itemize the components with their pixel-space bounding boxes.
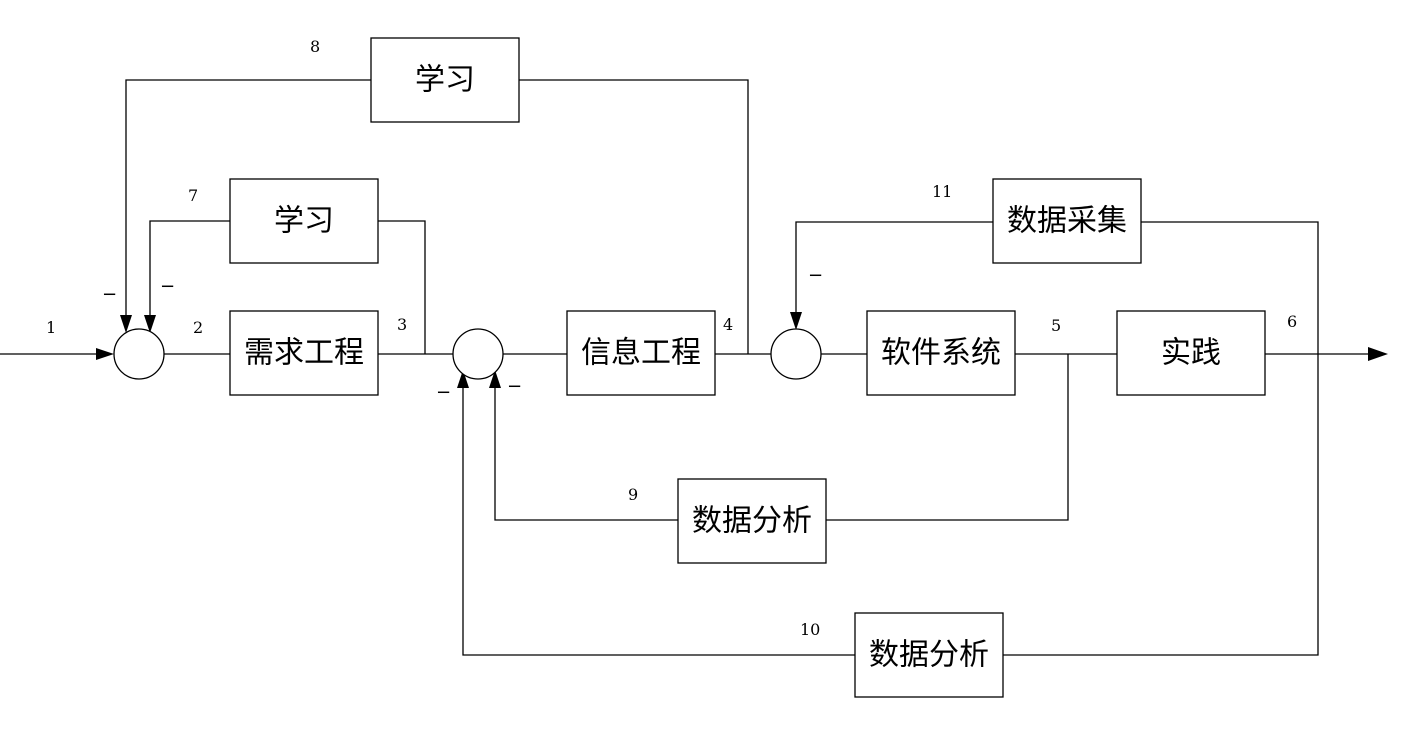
signal-label-8: 8: [310, 37, 320, 56]
summing-junctions: [113, 328, 822, 380]
wire-feedback-11-return: [795, 221, 993, 321]
wire-feedback-9: [826, 354, 1069, 521]
block-data-analysis-10: 数据分析: [854, 612, 1004, 698]
block-requirements-engineering: 需求工程: [229, 310, 379, 396]
summing-junction-2: [452, 328, 504, 380]
block-label: 学习: [274, 204, 334, 239]
signal-label-7: 7: [188, 186, 198, 205]
signal-label-10: 10: [800, 620, 820, 639]
block-label: 数据分析: [869, 638, 989, 673]
minus-sign-sum1-inner: −: [160, 276, 175, 297]
wire-feedback-7-return: [149, 220, 230, 322]
block-label: 软件系统: [881, 336, 1001, 371]
block-label: 数据采集: [1007, 204, 1127, 239]
minus-sign-sum2-right: −: [507, 376, 522, 397]
signal-label-5: 5: [1051, 316, 1061, 335]
signal-wires: [0, 79, 1370, 656]
signal-label-3: 3: [397, 315, 407, 334]
arrow-feedback-9: [489, 370, 501, 388]
minus-sign-sum1-outer: −: [102, 284, 117, 305]
signal-label-4: 4: [723, 315, 733, 334]
block-software-system: 软件系统: [866, 310, 1016, 396]
arrow-output: [1368, 347, 1388, 361]
signal-label-9: 9: [628, 485, 638, 504]
signal-label-1: 1: [46, 318, 56, 337]
minus-sign-sum2-left: −: [436, 382, 451, 403]
arrowheads: [96, 312, 1388, 388]
wire-feedback-8-return: [125, 79, 371, 322]
signal-label-6: 6: [1287, 312, 1297, 331]
sign-labels: − − − − −: [102, 265, 823, 403]
block-learning-top: 学习: [370, 37, 520, 123]
signal-labels: 1 2 3 4 5 6 7 8 9 10 11: [46, 37, 1297, 639]
block-label: 学习: [415, 63, 475, 98]
block-label: 信息工程: [581, 336, 701, 371]
block-practice: 实践: [1116, 310, 1266, 396]
block-data-analysis-9: 数据分析: [677, 478, 827, 564]
block-label: 实践: [1161, 336, 1221, 371]
summing-junction-3: [770, 328, 822, 380]
arrow-feedback-7: [144, 315, 156, 333]
wire-feedback-8: [519, 79, 749, 354]
wire-feedback-10-return: [462, 380, 855, 656]
arrow-feedback-8: [120, 315, 132, 333]
block-information-engineering: 信息工程: [566, 310, 716, 396]
arrow-feedback-10: [457, 370, 469, 388]
signal-label-2: 2: [193, 318, 203, 337]
wire-feedback-10: [1003, 354, 1319, 656]
signal-label-11: 11: [932, 182, 952, 201]
arrow-feedback-11: [790, 312, 802, 330]
summing-junction-1: [113, 328, 165, 380]
minus-sign-sum3-top: −: [808, 265, 823, 286]
block-label: 需求工程: [244, 336, 364, 371]
block-learning-mid: 学习: [229, 178, 379, 264]
wire-feedback-11: [1141, 221, 1319, 354]
block-data-collection: 数据采集: [992, 178, 1142, 264]
wire-feedback-9-return: [494, 380, 678, 521]
wire-feedback-7: [378, 220, 426, 354]
arrow-into-sum1: [96, 348, 114, 360]
block-label: 数据分析: [692, 504, 812, 539]
